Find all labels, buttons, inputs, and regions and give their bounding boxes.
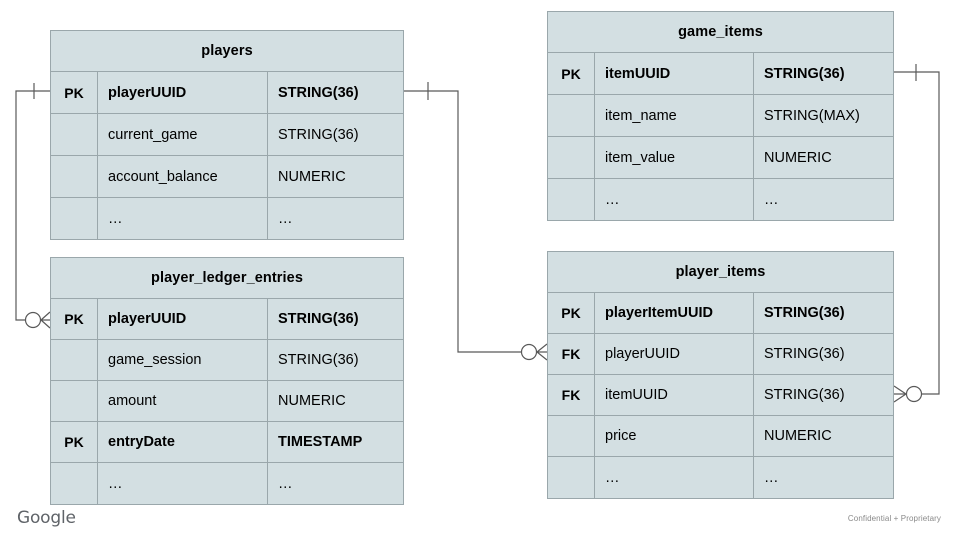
column-key — [51, 156, 97, 197]
column-type: STRING(36) — [267, 299, 403, 339]
entity-game-items[interactable]: game_items PK itemUUID STRING(36) item_n… — [547, 11, 894, 221]
table-row[interactable]: game_session STRING(36) — [51, 339, 403, 380]
column-key — [51, 340, 97, 380]
cardinality-zero-circle — [24, 311, 42, 329]
column-key — [51, 198, 97, 239]
column-name: playerUUID — [97, 72, 267, 113]
entity-header-row: players — [51, 31, 403, 71]
column-type: NUMERIC — [753, 137, 893, 178]
column-key — [548, 416, 594, 456]
table-row[interactable]: … … — [548, 456, 893, 498]
column-name: price — [594, 416, 753, 456]
entity-header-row: game_items — [548, 12, 893, 52]
table-row[interactable]: PK playerUUID STRING(36) — [51, 298, 403, 339]
column-name: playerUUID — [594, 334, 753, 374]
column-key — [548, 179, 594, 220]
entity-players[interactable]: players PK playerUUID STRING(36) current… — [50, 30, 404, 240]
column-name: … — [594, 179, 753, 220]
column-name: item_name — [594, 95, 753, 136]
column-type: STRING(36) — [267, 72, 403, 113]
column-name: account_balance — [97, 156, 267, 197]
column-key — [51, 381, 97, 421]
column-type: TIMESTAMP — [267, 422, 403, 462]
table-row[interactable]: PK playerItemUUID STRING(36) — [548, 292, 893, 333]
table-row[interactable]: … … — [51, 462, 403, 504]
connector-players-to-ledger — [15, 83, 51, 329]
column-name: current_game — [97, 114, 267, 155]
column-name: itemUUID — [594, 53, 753, 94]
column-type: NUMERIC — [753, 416, 893, 456]
column-key — [51, 114, 97, 155]
column-type: NUMERIC — [267, 156, 403, 197]
entity-header-row: player_items — [548, 252, 893, 292]
column-key: PK — [561, 65, 581, 82]
table-row[interactable]: PK entryDate TIMESTAMP — [51, 421, 403, 462]
table-row[interactable]: current_game STRING(36) — [51, 113, 403, 155]
column-name: playerUUID — [97, 299, 267, 339]
table-row[interactable]: account_balance NUMERIC — [51, 155, 403, 197]
entity-player-ledger-entries[interactable]: player_ledger_entries PK playerUUID STRI… — [50, 257, 404, 505]
table-row[interactable]: price NUMERIC — [548, 415, 893, 456]
cardinality-many-crowsfoot — [893, 385, 907, 403]
confidentiality-notice: Confidential + Proprietary — [847, 514, 941, 523]
column-name: entryDate — [97, 422, 267, 462]
column-key: PK — [64, 311, 84, 327]
column-name: itemUUID — [594, 375, 753, 415]
entity-header-row: player_ledger_entries — [51, 258, 403, 298]
table-row[interactable]: FK itemUUID STRING(36) — [548, 374, 893, 415]
connector-players-to-player-items — [404, 82, 548, 361]
column-key — [548, 95, 594, 136]
column-key: FK — [561, 346, 581, 362]
column-type: STRING(36) — [753, 334, 893, 374]
entity-title: players — [201, 43, 253, 59]
table-row[interactable]: amount NUMERIC — [51, 380, 403, 421]
cardinality-zero-circle — [905, 385, 923, 403]
column-type: STRING(MAX) — [753, 95, 893, 136]
entity-title: player_ledger_entries — [150, 270, 303, 286]
table-row[interactable]: PK itemUUID STRING(36) — [548, 52, 893, 94]
column-key: PK — [561, 305, 581, 321]
column-name: … — [594, 457, 753, 498]
cardinality-many-crowsfoot — [536, 343, 548, 361]
column-key: PK — [64, 84, 84, 101]
column-name: item_value — [594, 137, 753, 178]
column-key — [548, 137, 594, 178]
table-row[interactable]: PK playerUUID STRING(36) — [51, 71, 403, 113]
column-key: FK — [561, 387, 581, 403]
column-type: STRING(36) — [753, 375, 893, 415]
column-type: … — [267, 463, 403, 504]
column-name: amount — [97, 381, 267, 421]
column-type: … — [267, 198, 403, 239]
column-type: NUMERIC — [267, 381, 403, 421]
cardinality-many-crowsfoot — [40, 311, 51, 329]
table-row[interactable]: item_value NUMERIC — [548, 136, 893, 178]
column-key — [51, 463, 97, 504]
google-logo: Google — [17, 508, 76, 528]
table-row[interactable]: item_name STRING(MAX) — [548, 94, 893, 136]
entity-title: player_items — [675, 264, 766, 280]
entity-player-items[interactable]: player_items PK playerItemUUID STRING(36… — [547, 251, 894, 499]
column-type: … — [753, 457, 893, 498]
column-type: STRING(36) — [753, 53, 893, 94]
connector-game-items-to-player-items — [893, 64, 940, 403]
column-key — [548, 457, 594, 498]
entity-title: game_items — [678, 24, 763, 40]
table-row[interactable]: FK playerUUID STRING(36) — [548, 333, 893, 374]
table-row[interactable]: … … — [548, 178, 893, 220]
column-name: game_session — [97, 340, 267, 380]
table-row[interactable]: … … — [51, 197, 403, 239]
column-name: playerItemUUID — [594, 293, 753, 333]
column-type: STRING(36) — [267, 340, 403, 380]
cardinality-zero-circle — [520, 343, 538, 361]
column-type: STRING(36) — [753, 293, 893, 333]
column-key: PK — [64, 434, 84, 450]
column-name: … — [97, 463, 267, 504]
column-type: … — [753, 179, 893, 220]
column-type: STRING(36) — [267, 114, 403, 155]
column-name: … — [97, 198, 267, 239]
